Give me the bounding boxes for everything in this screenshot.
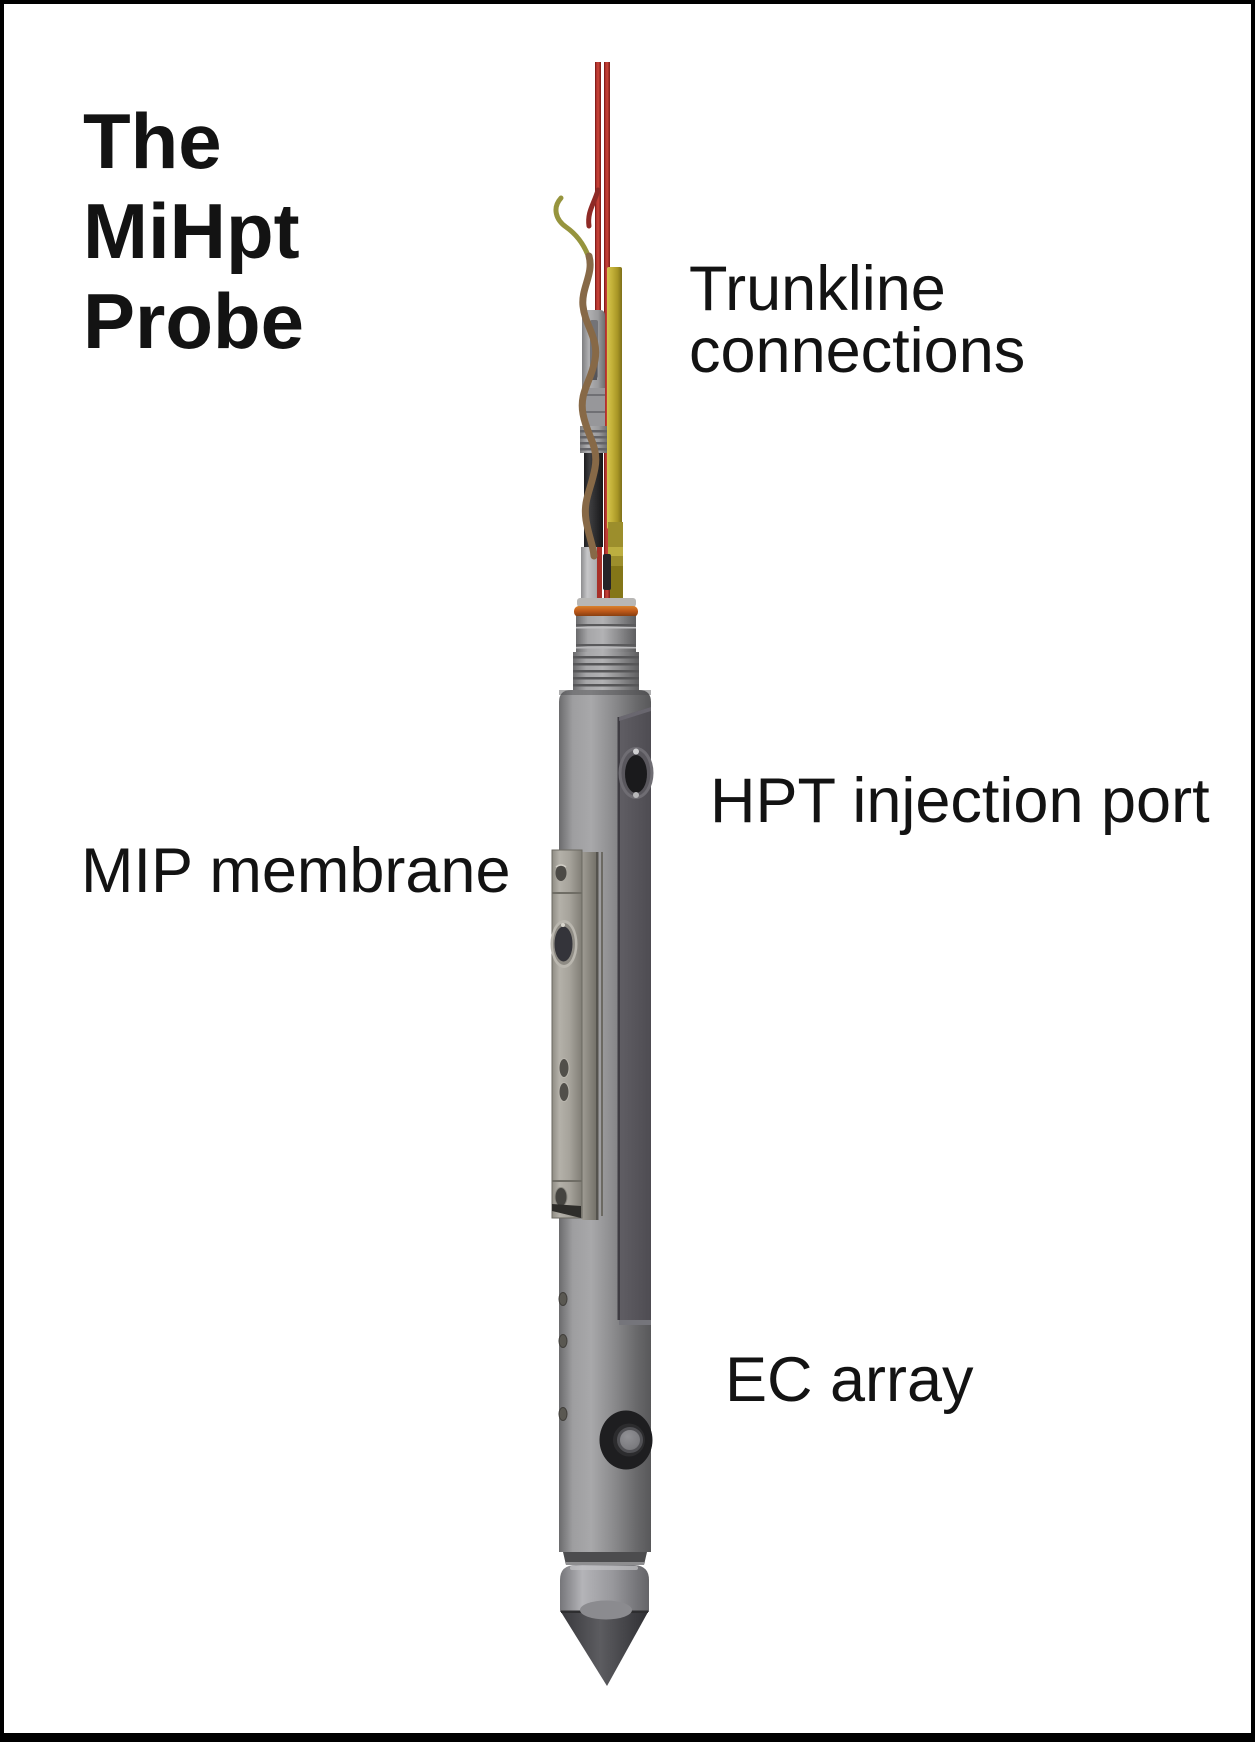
ec-array-electrodes: [599, 1410, 653, 1470]
mip-trunkline-tube: [603, 267, 623, 602]
label-trunkline-line-1: Trunkline: [689, 254, 946, 324]
label-hpt-injection-port: HPT injection port: [710, 766, 1210, 836]
diagram-title: The MiHpt Probe: [83, 96, 304, 366]
title-line-3: Probe: [83, 277, 305, 365]
label-trunkline-connections: Trunkline connections: [689, 254, 1026, 386]
hpt-injection-port: [618, 747, 654, 799]
threaded-collar: [573, 616, 639, 690]
label-ec-array: EC array: [725, 1345, 974, 1415]
title-line-2: MiHpt: [83, 187, 300, 275]
mip-membrane-block: [550, 849, 599, 1220]
signal-wire: [553, 195, 600, 560]
probe-illustration: [550, 62, 654, 1686]
probe-cap-oring: [574, 598, 638, 617]
label-trunkline-line-2: connections: [689, 316, 1026, 386]
title-line-1: The: [83, 97, 222, 185]
drive-tip: [560, 1552, 649, 1686]
label-mip-membrane: MIP membrane: [81, 836, 511, 906]
